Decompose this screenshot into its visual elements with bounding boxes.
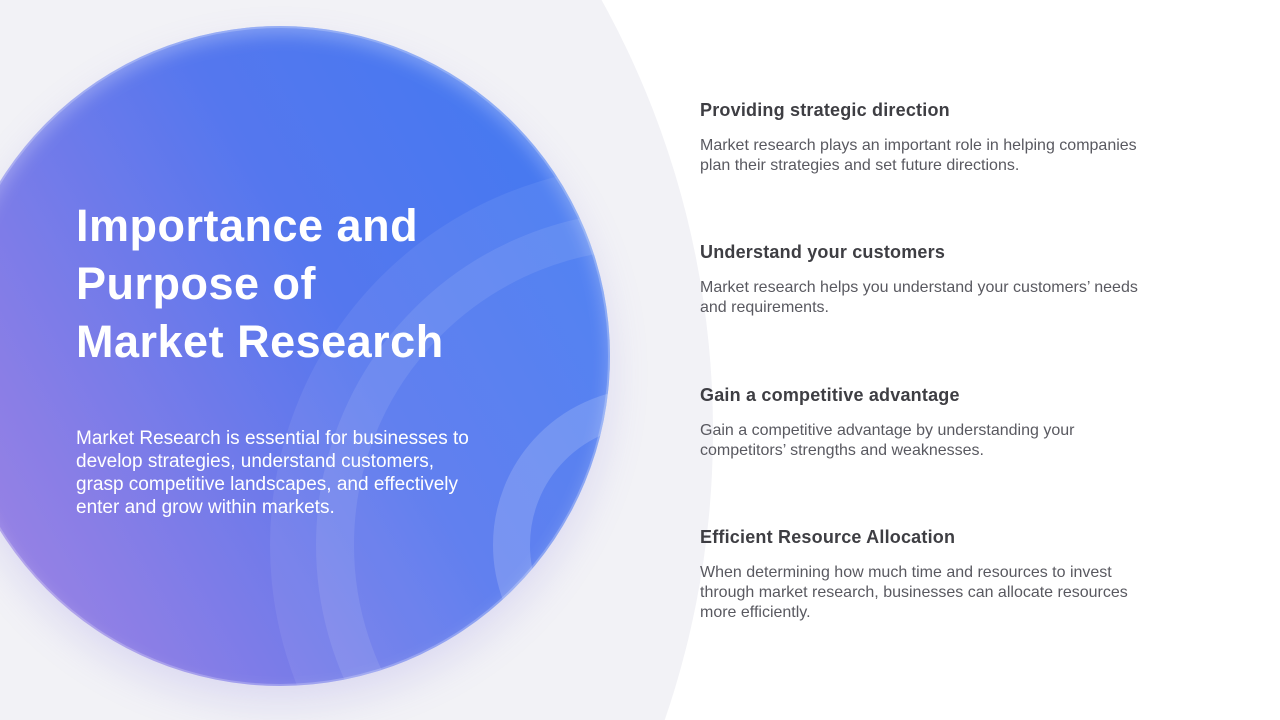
section-heading: Efficient Resource Allocation <box>700 527 956 547</box>
section-providing-strategic-direction: Providing strategic direction Market res… <box>700 97 1220 176</box>
section-efficient-resource-allocation: Efficient Resource Allocation When deter… <box>700 524 1220 623</box>
section-understand-your-customers: Understand your customers Market researc… <box>700 239 1220 318</box>
slide-title: Importance and Purpose of Market Researc… <box>76 200 444 367</box>
gradient-hero-circle <box>0 26 610 686</box>
section-gain-competitive-advantage: Gain a competitive advantage Gain a comp… <box>700 382 1220 461</box>
section-heading: Understand your customers <box>700 242 946 262</box>
points-column: Providing strategic direction Market res… <box>700 0 1220 720</box>
section-heading: Providing strategic direction <box>700 100 950 120</box>
section-heading: Gain a competitive advantage <box>700 385 960 405</box>
section-body: Gain a competitive advantage by understa… <box>700 422 1075 459</box>
slide-description: Market Research is essential for busines… <box>76 428 469 518</box>
section-body: When determining how much time and resou… <box>700 564 1128 621</box>
section-body: Market research plays an important role … <box>700 137 1137 174</box>
section-body: Market research helps you understand you… <box>700 279 1138 316</box>
